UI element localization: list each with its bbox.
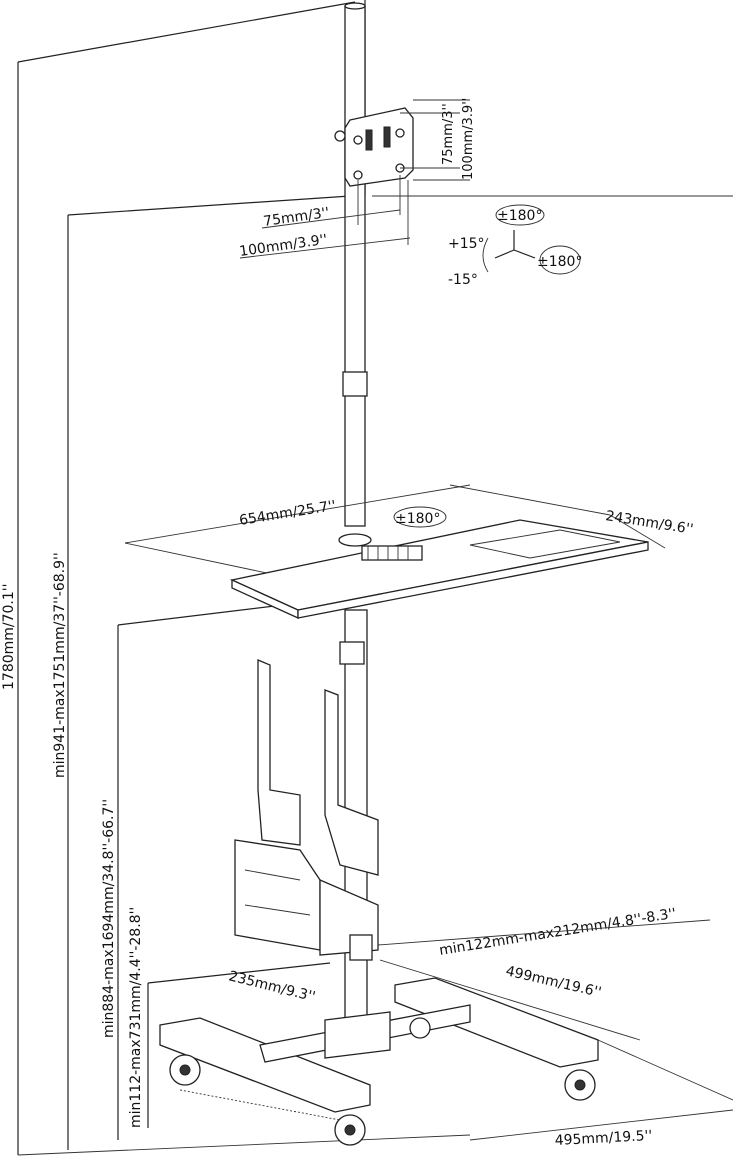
screen-height-range-label: min941-max1751mm/37''-68.9'' — [52, 552, 68, 778]
base-depth-label: 499mm/19.6'' — [504, 963, 603, 1001]
vesa-vertical-dims: 75mm/3'' 100mm/3.9'' — [400, 98, 476, 181]
rotation-symbol: ±180° +15° -15° ±180° — [448, 204, 582, 288]
vesa-v-large-label: 100mm/3.9'' — [461, 98, 476, 180]
shelf-width-label: 654mm/25.7'' — [238, 498, 337, 529]
shelf-height-range-label: min884-max1694mm/34.8''-66.7'' — [101, 799, 117, 1038]
vesa-h-small-label: 75mm/3'' — [262, 205, 330, 230]
swivel-label: ±180° — [497, 208, 542, 224]
vesa-v-small-label: 75mm/3'' — [441, 103, 456, 165]
shelf-depth-label: 243mm/9.6'' — [604, 508, 694, 538]
base-width-label: 495mm/19.5'' — [554, 1128, 652, 1149]
total-height-label: 1780mm/70.1'' — [1, 584, 17, 691]
cpu-width-range-label: min122mm-max212mm/4.8''-8.3'' — [438, 906, 677, 959]
vesa-mount-plate — [334, 107, 414, 187]
keyboard-shelf: ±180° 654mm/25.7'' 243mm/9.6'' — [124, 484, 694, 620]
rotate-label: ±180° — [537, 254, 582, 270]
mobile-base — [159, 977, 599, 1146]
cpu-holder: min122mm-max212mm/4.8''-8.3'' 235mm/9.3'… — [227, 659, 711, 1005]
tilt-down-label: -15° — [448, 272, 478, 288]
tilt-up-label: +15° — [448, 236, 485, 252]
cpu-depth-label: 235mm/9.3'' — [227, 968, 317, 1005]
shelf-rotate-label: ±180° — [395, 511, 440, 527]
cpu-holder-height-range-label: min112-max731mm/4.4''-28.8'' — [128, 907, 144, 1128]
vesa-h-large-label: 100mm/3.9'' — [238, 232, 328, 260]
wall-outline — [17, 0, 733, 1156]
vesa-horizontal-dims: 75mm/3'' 100mm/3.9'' — [238, 175, 411, 260]
